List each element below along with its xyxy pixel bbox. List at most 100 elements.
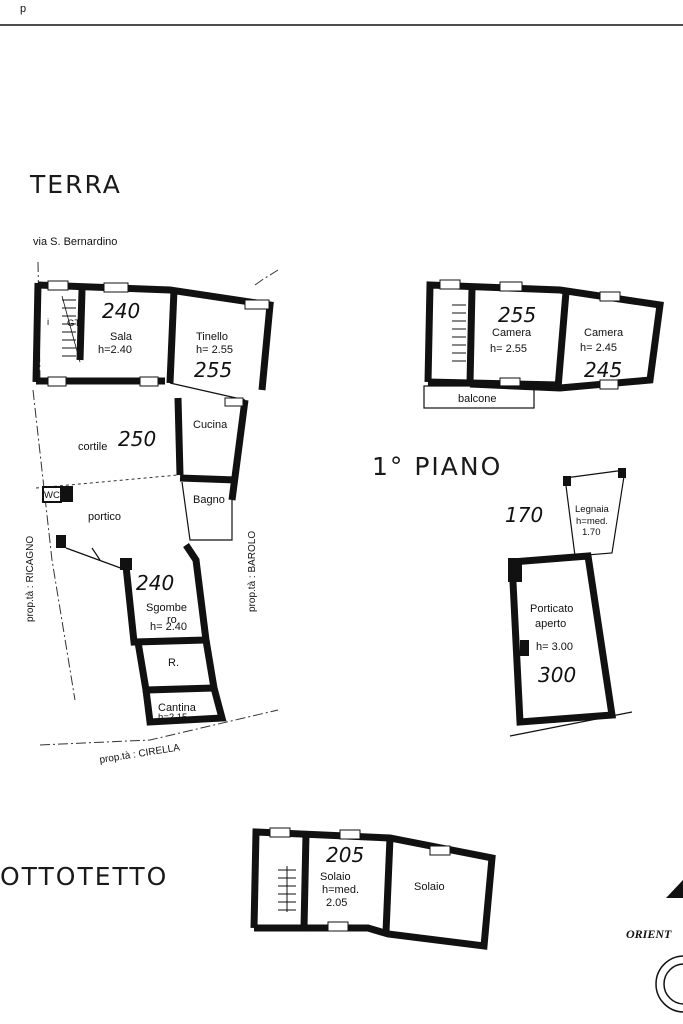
stair-attic [278,866,296,912]
window-cucina [224,397,244,407]
attic-window-3 [429,845,451,856]
attic-plan: OTTOTETTO 205 Solaio h=med. 2.05 Solaio [0,827,496,950]
sgombero-label-a: Sgombe [146,602,187,614]
portico-label: portico [88,511,121,523]
boundary-bottom [39,709,279,746]
window-first-5 [599,379,619,390]
wc-wall [61,486,73,502]
wall-legnaia [564,469,626,557]
wall-left-top [32,282,42,383]
solaio2-label: Solaio [414,881,445,893]
porticato-pillar-1 [508,558,522,582]
wall-right-wing [228,399,249,501]
solaio1-height-1: h=med. [322,884,359,896]
boundary-top-right [254,269,279,286]
window-sala-bottom [47,376,67,387]
camera2-hand-height: 245 [584,358,622,382]
tinello-height: h= 2.55 [196,344,233,356]
legnaia-hand-height: 170 [505,503,543,527]
stair-label-i: i [47,317,49,328]
camera1-hand-height: 255 [498,303,536,327]
portico-door-arc [65,547,127,571]
legnaia-height-1: h=med. [576,516,608,527]
portico-door-leaf [91,547,101,561]
sgombero-hand-height: 240 [136,571,174,595]
balcone-outline [423,385,535,409]
wall-stair-div [76,289,86,361]
wc-label: WC [44,490,60,501]
legnaia-post-1 [563,476,571,486]
attic-walls [250,828,496,950]
porticato-pillar-2 [520,640,529,656]
porticato-height: h= 3.00 [536,641,573,653]
attic-window-2 [339,829,361,840]
wall-first-bottom [427,378,561,389]
wall-first-div1 [466,287,476,385]
legnaia-height-2: 1.70 [582,527,601,538]
neighbour-bottom: prop.tà : CIRELLA [99,742,181,766]
attic-div-2 [382,837,394,933]
portico-pillar-left [56,535,66,548]
porticato-label-a: Porticato [530,603,573,615]
stair-label-gt: GT [67,318,80,329]
attic-window-1 [269,827,291,838]
wall-cucina-left [174,397,184,476]
porticato-label-b: aperto [535,618,566,630]
window-sala-bottom2 [139,376,159,387]
first-floor-title: 1° PIANO [372,452,502,481]
sala-hand-height: 240 [102,299,140,323]
sala-height: h=2.40 [98,344,132,356]
wall-tinello-bottom [169,382,246,401]
window-first-1 [439,279,461,290]
wall-cucina-bottom [179,474,237,484]
sgombero-height: h= 2.40 [150,621,187,633]
solaio1-hand-height: 205 [326,843,364,867]
camera1-label: Camera [492,327,532,339]
compass-ring-outer [655,955,683,1013]
orientation-label: ORIENT [626,927,672,941]
ground-floor-plan: TERRA via S. Bernardino i GT 240 [25,170,279,766]
wall-cantina [142,687,227,726]
pillar-sgombero [120,558,132,570]
window-first-2 [499,281,523,292]
wall-porticato [508,552,617,726]
header-fragment: p [20,3,26,15]
sgombero-label-b: ro [167,614,177,626]
neighbour-right: prop.tà : BAROLO [247,531,258,612]
legnaia-label: Legnaia [575,504,610,515]
boundary-left-lower [32,389,76,701]
wall-bagno [181,481,233,541]
ground-floor-title: TERRA [29,170,122,199]
north-arrow-icon [666,880,683,898]
cortile-hand-height: 250 [118,427,156,451]
ripostiglio-label: R. [168,657,179,669]
compass-ring-inner [663,963,683,1005]
camera1-height: h= 2.55 [490,343,527,355]
cortile-label: cortile [78,441,107,453]
stair-first [452,304,466,362]
porticato-line [509,711,633,737]
orientation-block: ORIENT [626,880,683,1013]
tinello-label: Tinello [196,331,228,343]
attic-div-1 [300,833,310,929]
wall-top-block [37,281,274,391]
legnaia-post-2 [618,468,626,478]
cucina-label: Cucina [193,419,228,431]
attic-title: OTTOTETTO [0,862,168,891]
window-stair-top [47,280,69,291]
window-first-3 [599,291,621,302]
balcone-label: balcone [458,393,497,405]
stair-ground [61,295,81,363]
window-sala-top [103,282,129,293]
first-floor-plan: 255 Camera h= 2.55 Camera h= 2.45 245 ba… [372,279,664,737]
solaio1-label: Solaio [320,871,351,883]
window-first-4 [499,377,521,388]
camera2-label: Camera [584,327,624,339]
sala-label: Sala [110,331,133,343]
wall-sala-tinello [166,289,178,384]
porticato-hand-height: 300 [538,663,576,687]
bagno-label: Bagno [193,494,225,506]
attic-window-4 [327,921,349,932]
neighbour-left: prop.tà : RICAGNO [25,536,36,622]
